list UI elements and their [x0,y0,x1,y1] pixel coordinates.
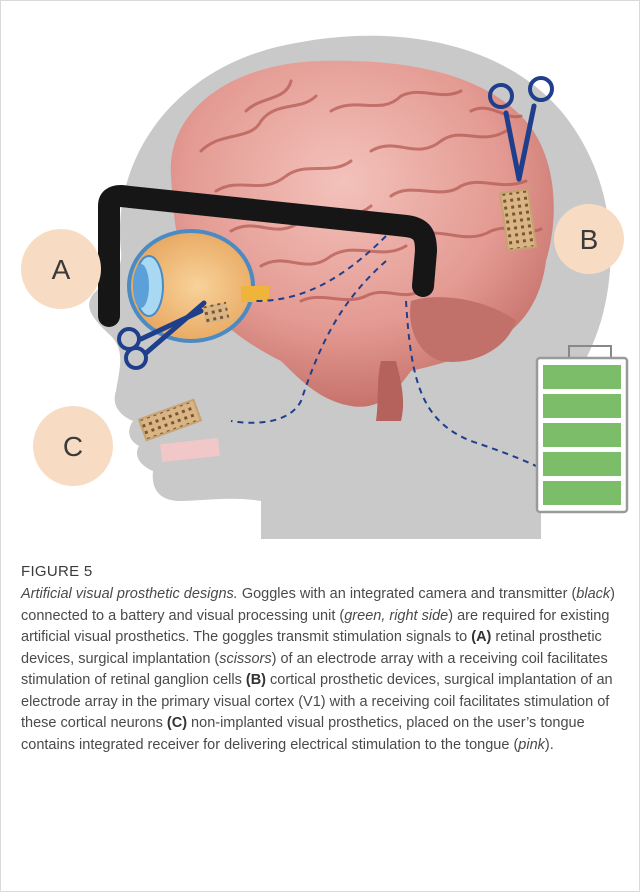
caption-text: Artificial visual prosthetic designs. Go… [21,584,621,756]
figure-label: FIGURE 5 [21,563,621,580]
label-b: B [554,204,624,274]
caption-title: Artificial visual prosthetic designs. [21,586,238,602]
label-a: A [21,229,101,309]
label-c: C [33,406,113,486]
label-a-text: A [52,254,71,285]
figure-illustration: A B C [1,1,640,539]
label-c-text: C [63,431,83,462]
figure-caption: FIGURE 5 Artificial visual prosthetic de… [21,563,621,756]
battery-icon [537,346,627,512]
label-b-text: B [580,224,599,255]
